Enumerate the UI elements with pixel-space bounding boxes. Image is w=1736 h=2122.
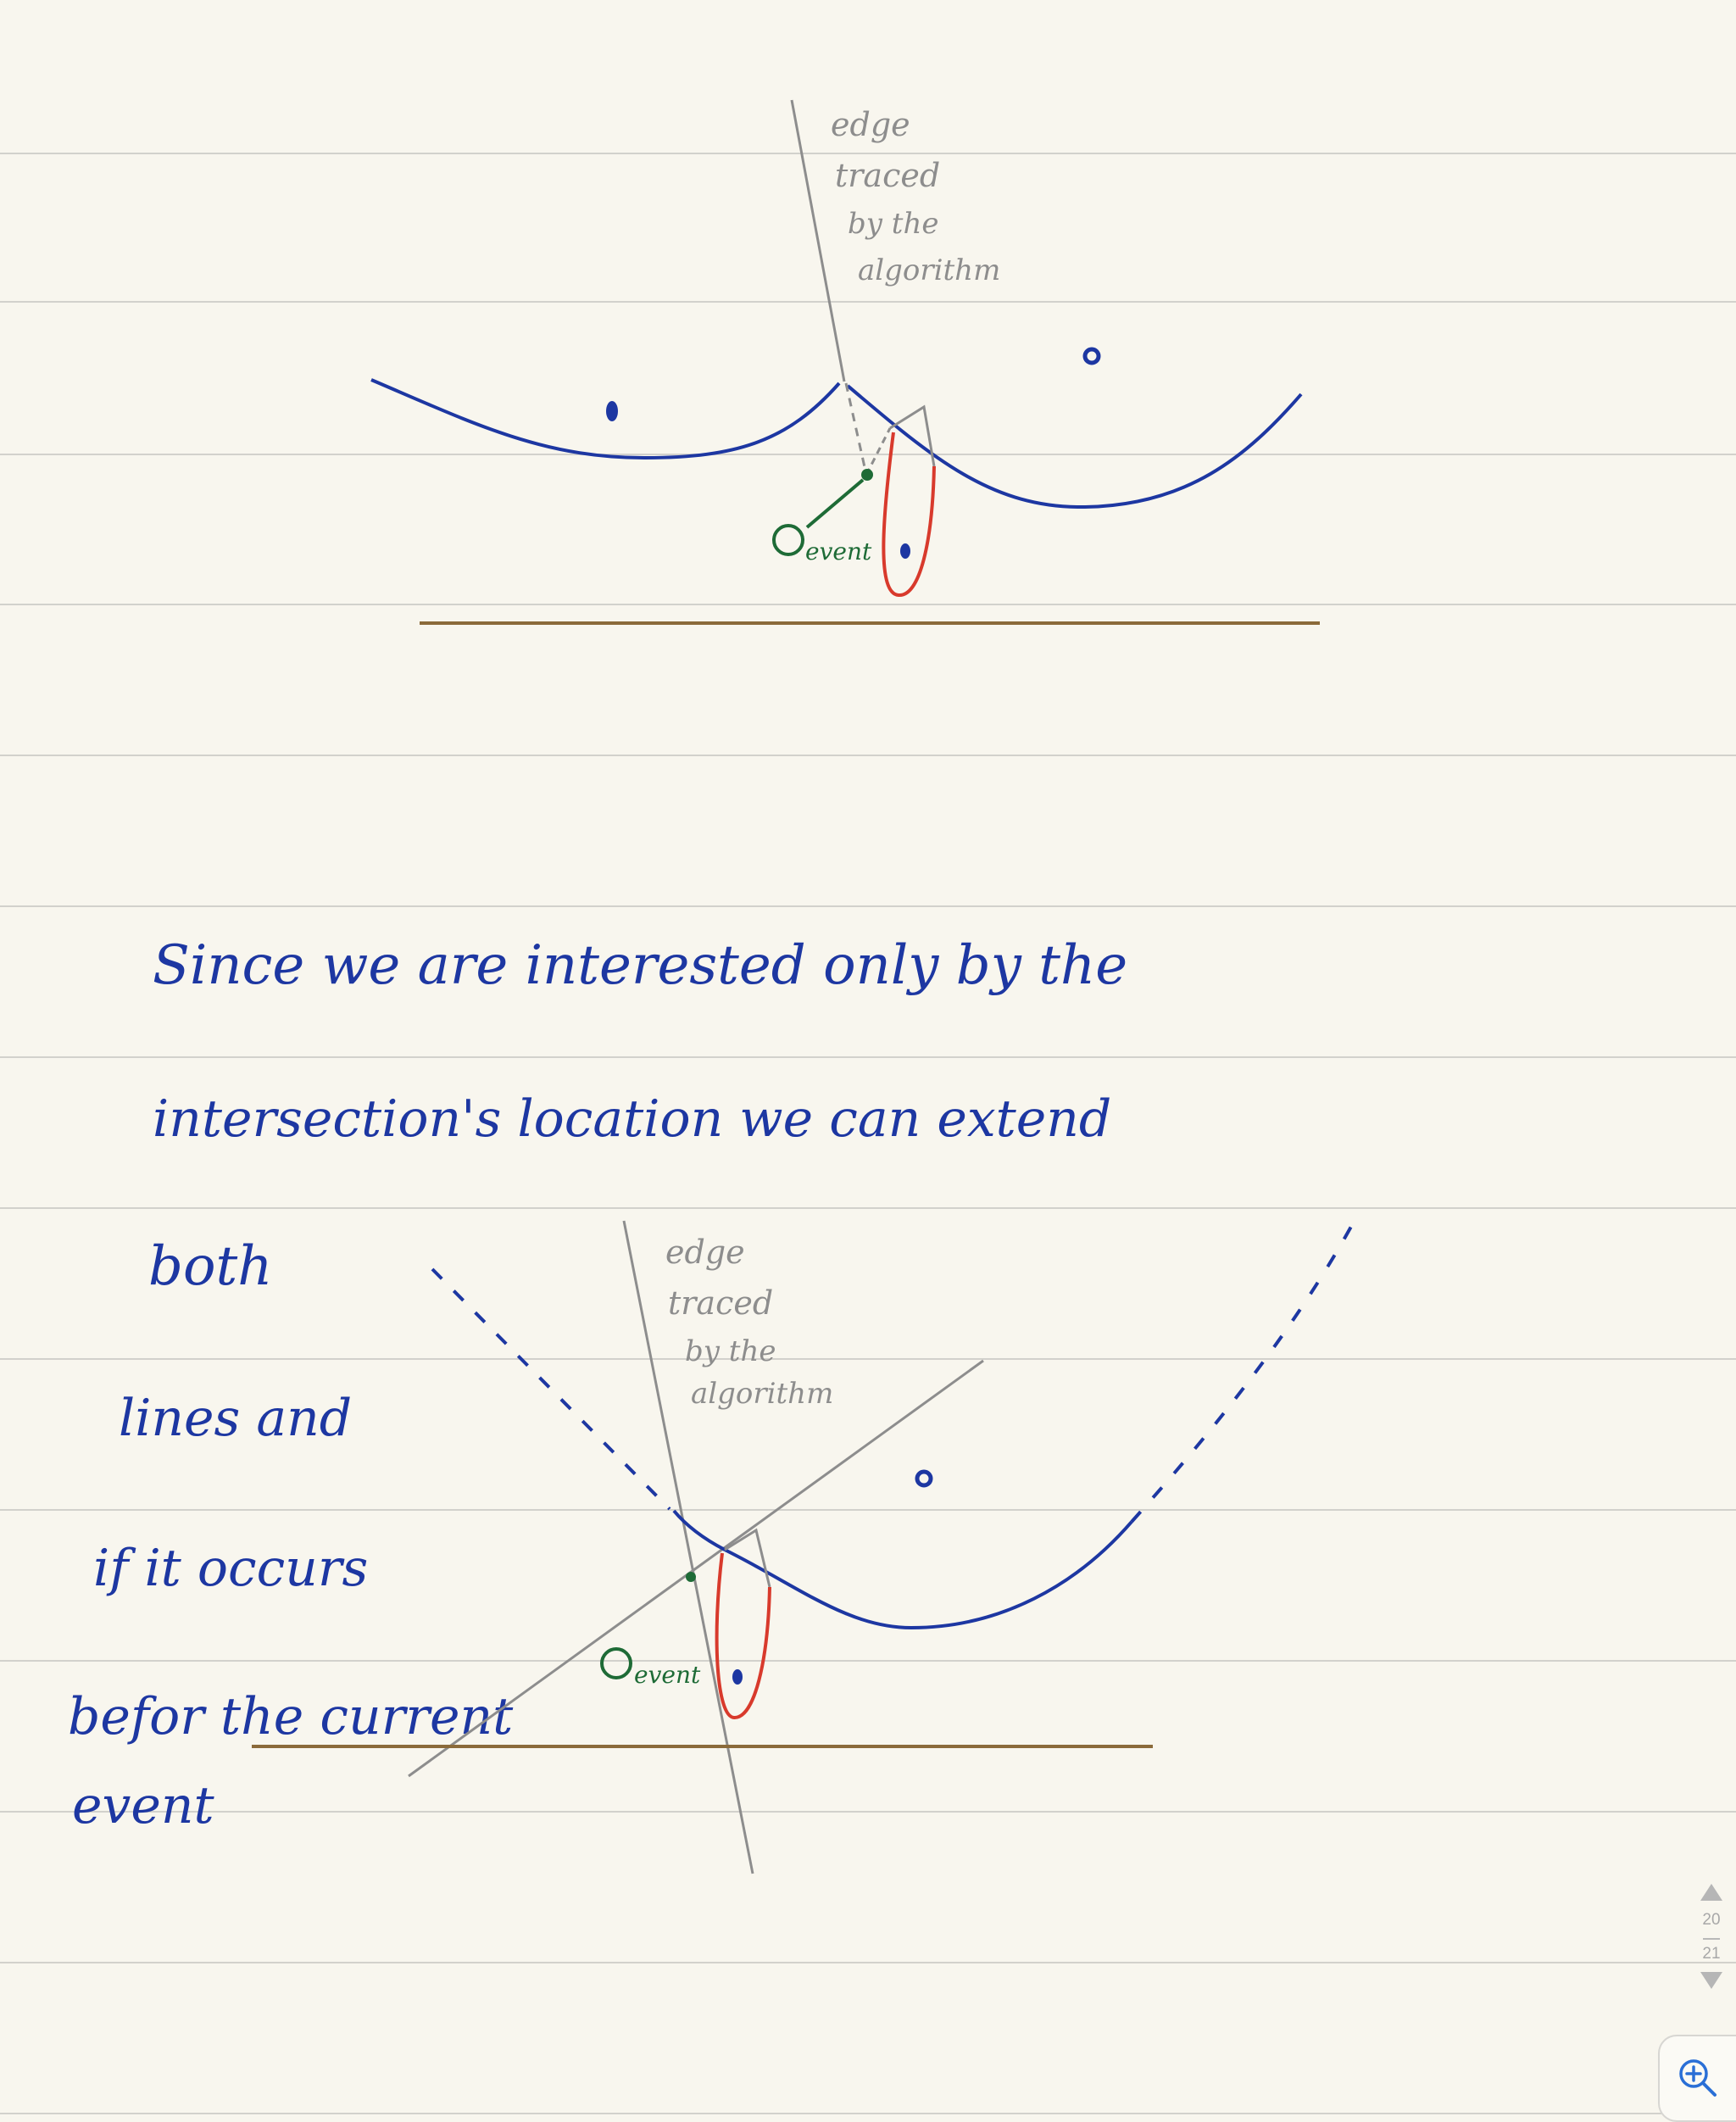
text-line-6: befor the current <box>68 1687 514 1746</box>
text-line-2: intersection's location we can extend <box>153 1089 1111 1149</box>
ruling-line <box>0 1056 1736 1058</box>
top-dashed-projection <box>844 382 868 476</box>
ruling-line <box>0 2113 1736 2114</box>
ruling-line <box>0 153 1736 154</box>
handwritten-text: Since we are interested only by the inte… <box>68 934 1127 1835</box>
page-number-divider <box>1703 1938 1720 1940</box>
top-edge-label: edge traced by the algorithm <box>831 106 1000 287</box>
triangle-up-icon[interactable] <box>1700 1884 1722 1901</box>
top-diagram: edge traced by the algorithm p eve <box>370 99 1320 625</box>
top-edge-label-line: edge <box>831 106 910 143</box>
bottom-event-subscript: event <box>634 1661 701 1689</box>
top-edge-label-line: traced <box>835 157 940 194</box>
ruling-line <box>0 1962 1736 1963</box>
top-event-subscript: event <box>805 537 872 565</box>
ruling-line <box>0 1660 1736 1662</box>
bottom-new-site <box>732 1669 743 1685</box>
bottom-focus-label: p <box>734 1664 750 1694</box>
top-focus-label: p <box>900 538 916 568</box>
bottom-edge-label-line: algorithm <box>691 1377 833 1411</box>
bottom-extended-line <box>408 1359 984 1778</box>
bottom-edge-label-line: by the <box>685 1334 776 1368</box>
text-line-7: event <box>72 1776 215 1835</box>
bottom-grey-triangle <box>724 1528 771 1588</box>
ruling-line <box>0 1509 1736 1511</box>
bottom-diagram: edge traced by the algorithm p <box>252 1220 1354 1874</box>
bottom-right-parabola <box>724 1520 1133 1630</box>
bottom-dashed-right-parabola <box>1130 1224 1354 1523</box>
ruling-line <box>0 301 1736 303</box>
top-left-parabola <box>370 378 841 460</box>
bottom-edge-label-line: edge <box>665 1234 745 1271</box>
text-line-1: Since we are interested only by the <box>153 934 1127 997</box>
ruling-line <box>0 905 1736 907</box>
top-event-label: O <box>778 521 806 560</box>
ruling-line <box>0 755 1736 756</box>
top-new-site <box>900 543 910 559</box>
ruling-line <box>0 1358 1736 1360</box>
bottom-event-label: O <box>606 1644 634 1683</box>
ruling-line <box>0 1207 1736 1209</box>
bottom-site-point <box>915 1469 933 1488</box>
triangle-down-icon[interactable] <box>1700 1972 1722 1989</box>
bottom-event-point <box>686 1572 696 1582</box>
current-page-number: 20 <box>1702 1911 1721 1929</box>
text-line-3: both <box>148 1235 272 1298</box>
zoom-in-button[interactable] <box>1658 2035 1736 2122</box>
bottom-event-circle <box>600 1647 632 1679</box>
total-page-number: 21 <box>1702 1945 1721 1963</box>
text-line-4: lines and <box>119 1389 352 1448</box>
bottom-new-parabola <box>715 1552 771 1720</box>
ruling-line <box>0 604 1736 605</box>
page-navigator: 20 21 <box>1692 1880 1733 1991</box>
top-new-parabola <box>882 432 936 597</box>
bottom-edge-line <box>622 1220 754 1874</box>
text-line-5: if it occurs <box>93 1539 368 1598</box>
top-grey-triangle <box>889 404 936 467</box>
bottom-left-parabola <box>672 1509 726 1551</box>
top-site-point <box>1082 347 1101 365</box>
ruling-line <box>0 454 1736 455</box>
top-event-circle <box>772 524 804 556</box>
zoom-in-icon <box>1679 2059 1717 2097</box>
bottom-dashed-left-parabola <box>431 1267 671 1511</box>
top-edge-label-line: by the <box>848 207 938 241</box>
top-edge-line <box>790 99 846 382</box>
top-edge-label-line: algorithm <box>858 253 1000 287</box>
top-site-point <box>606 401 618 421</box>
bottom-edge-label: edge traced by the algorithm <box>665 1234 833 1411</box>
top-event-point <box>861 469 873 481</box>
top-grey-link <box>865 427 892 476</box>
top-event-arrow <box>805 478 865 529</box>
bottom-edge-label-line: traced <box>668 1284 773 1322</box>
top-right-parabola <box>846 384 1303 510</box>
ruling-line <box>0 1811 1736 1813</box>
